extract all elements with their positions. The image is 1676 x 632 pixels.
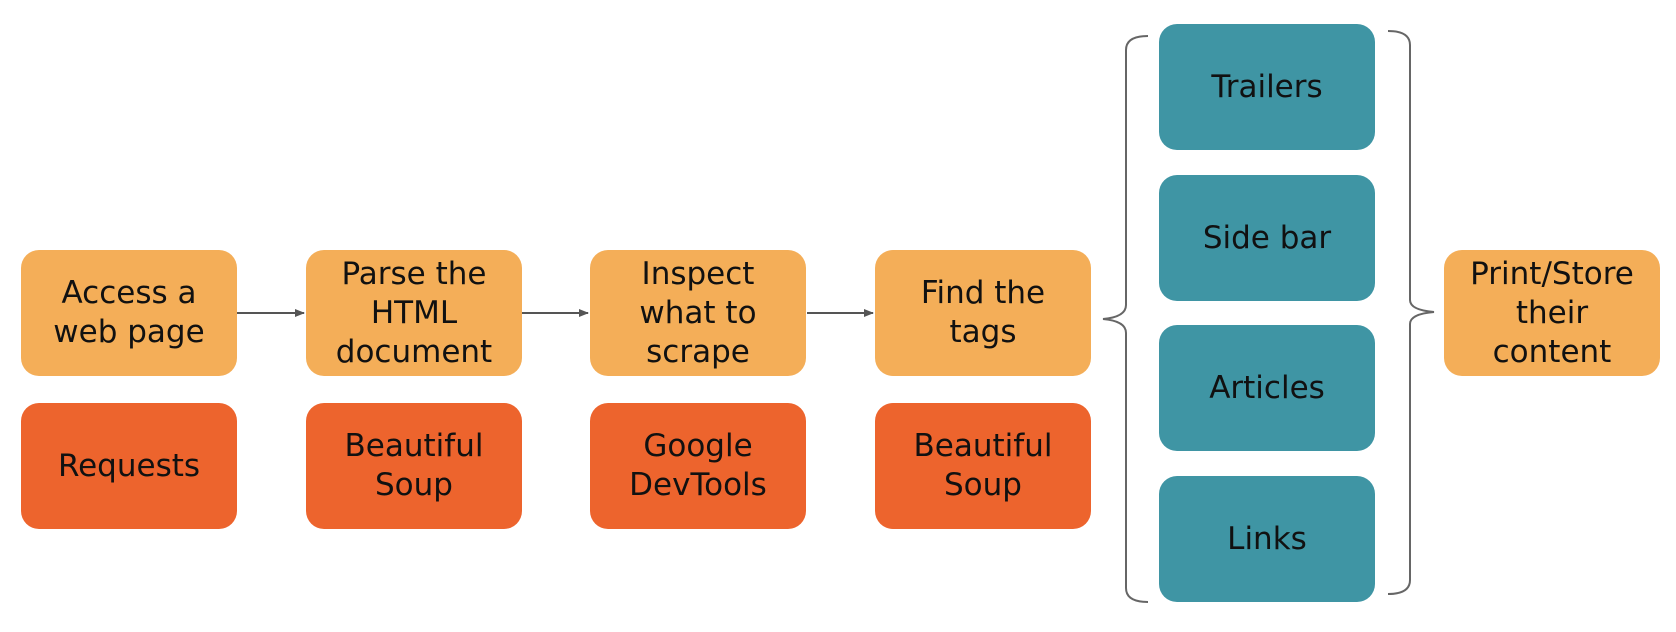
step-access-web-page: Access a web page xyxy=(21,250,237,376)
tag-side-bar: Side bar xyxy=(1159,175,1375,301)
left-brace xyxy=(1102,35,1149,603)
right-brace xyxy=(1387,30,1435,595)
step-print-store-content: Print/Store their content xyxy=(1444,250,1660,376)
step-inspect-what-to-scrape: Inspect what to scrape xyxy=(590,250,806,376)
step-find-the-tags: Find the tags xyxy=(875,250,1091,376)
tool-requests: Requests xyxy=(21,403,237,529)
tool-beautiful-soup-find: Beautiful Soup xyxy=(875,403,1091,529)
tool-beautiful-soup-parse: Beautiful Soup xyxy=(306,403,522,529)
tag-trailers: Trailers xyxy=(1159,24,1375,150)
step-parse-html-document: Parse the HTML document xyxy=(306,250,522,376)
tool-google-devtools: Google DevTools xyxy=(590,403,806,529)
tag-articles: Articles xyxy=(1159,325,1375,451)
tag-links: Links xyxy=(1159,476,1375,602)
